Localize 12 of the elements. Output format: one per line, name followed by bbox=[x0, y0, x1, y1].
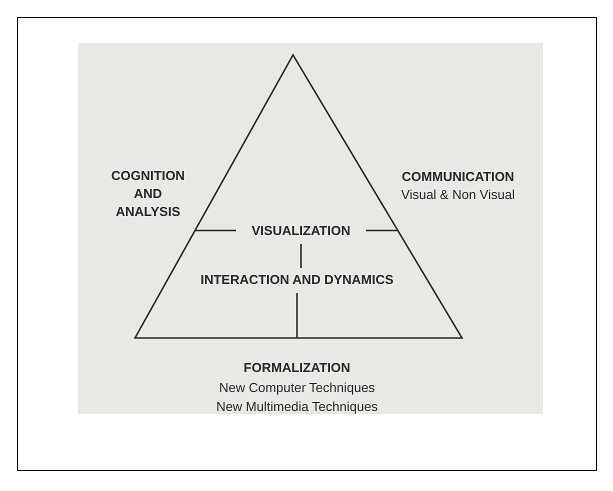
side-heading: FORMALIZATION bbox=[242, 359, 352, 377]
connector-line bbox=[300, 244, 302, 268]
layer-label: VISUALIZATION bbox=[250, 222, 352, 240]
side-subtitle: Visual & Non Visual bbox=[400, 186, 516, 204]
connector-line bbox=[195, 230, 236, 232]
side-heading: COMMUNICATION bbox=[400, 168, 516, 186]
side-heading: COGNITION AND ANALYSIS bbox=[110, 167, 186, 221]
connector-line bbox=[296, 293, 298, 338]
connector-line bbox=[366, 230, 398, 232]
side-subtitle: New Computer Techniques bbox=[218, 379, 376, 397]
side-subtitle: New Multimedia Techniques bbox=[215, 398, 379, 416]
layer-label: INTERACTION AND DYNAMICS bbox=[199, 271, 395, 289]
